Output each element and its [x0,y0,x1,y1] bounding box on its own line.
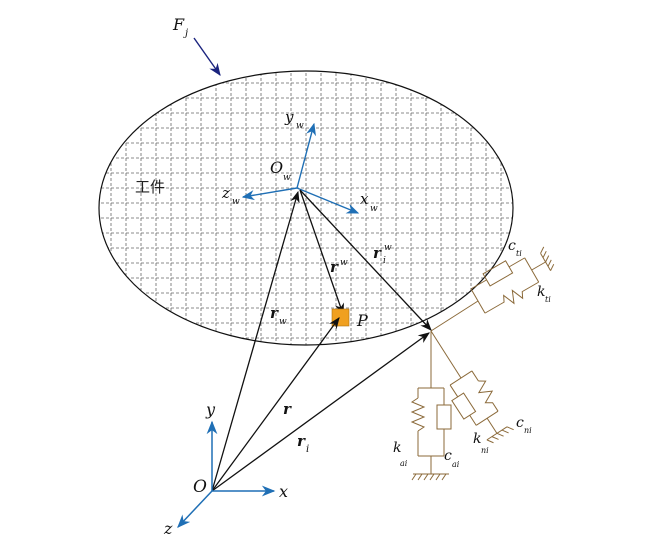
svg-text:w: w [296,121,304,131]
svg-text:r: r [297,432,306,450]
svg-text:j: j [183,28,188,39]
vector-ri-w [299,189,432,331]
svg-text:w: w [384,243,392,253]
svg-text:i: i [383,256,386,266]
svg-text:z: z [221,184,230,202]
vector-rw-label: r w [270,304,287,327]
svg-text:O: O [270,158,283,177]
svg-text:ti: ti [545,295,551,304]
svg-text:c: c [444,448,452,464]
tangential-support [430,246,555,332]
svg-text:x: x [360,190,369,208]
axis-zw-label: z w [221,184,240,207]
normal-support [430,330,514,444]
svg-text:w: w [370,204,378,214]
svg-text:ni: ni [481,446,489,455]
k-ai-label: k ai [393,440,408,468]
origin-w-label: O w [270,158,291,183]
svg-text:w: w [340,258,348,268]
svg-text:r: r [330,258,339,276]
vector-ri [211,332,430,492]
k-ti-label: k ti [537,284,551,304]
svg-text:ti: ti [516,249,522,258]
point-p-label: P [356,311,368,330]
svg-text:ai: ai [452,460,460,469]
c-ti-label: c ti [508,238,522,258]
svg-text:y: y [284,108,294,126]
axis-yw-line [296,122,316,189]
vector-r [211,317,340,492]
origin-label: O [193,477,207,497]
svg-text:c: c [516,415,524,431]
global-axes [177,420,276,528]
vector-rw-prime-label: r w [330,258,348,276]
svg-text:w: w [232,197,240,207]
axial-support [410,331,452,481]
svg-text:ni: ni [524,426,532,435]
axis-x-label: x [279,482,288,501]
vector-r-label: r [283,400,292,418]
svg-text:r: r [270,304,279,322]
svg-text:ai: ai [400,459,408,468]
svg-text:w: w [279,317,287,327]
svg-text:w: w [283,173,291,183]
vector-ri-label: r i [297,432,309,455]
svg-text:k: k [537,284,545,300]
axis-z-label: z [163,519,173,538]
svg-text:i: i [306,444,309,455]
frame-arrow [193,37,221,77]
svg-text:r: r [373,244,382,262]
vector-ri-w-label: r w i [373,243,392,266]
axis-zw-line [241,187,298,201]
k-ni-label: k ni [473,431,489,455]
svg-text:k: k [473,431,481,447]
axis-xw-line [296,187,360,214]
svg-text:k: k [393,440,401,456]
svg-text:F: F [172,15,185,34]
workpiece-axes [241,122,360,214]
axis-xw-label: x w [360,190,378,214]
c-ai-label: c ai [444,448,460,469]
workpiece-outline [98,70,514,346]
support-springs [410,246,555,481]
c-ni-label: c ni [516,415,532,435]
axis-z-line [177,490,213,528]
axis-yw-label: y w [284,108,304,131]
axis-y-label: y [205,400,216,419]
frame-label: F j [172,15,188,39]
svg-text:c: c [508,238,516,254]
vector-rw-prime [299,189,344,316]
workpiece-label: 工件 [135,178,165,196]
vector-rw [211,190,300,492]
